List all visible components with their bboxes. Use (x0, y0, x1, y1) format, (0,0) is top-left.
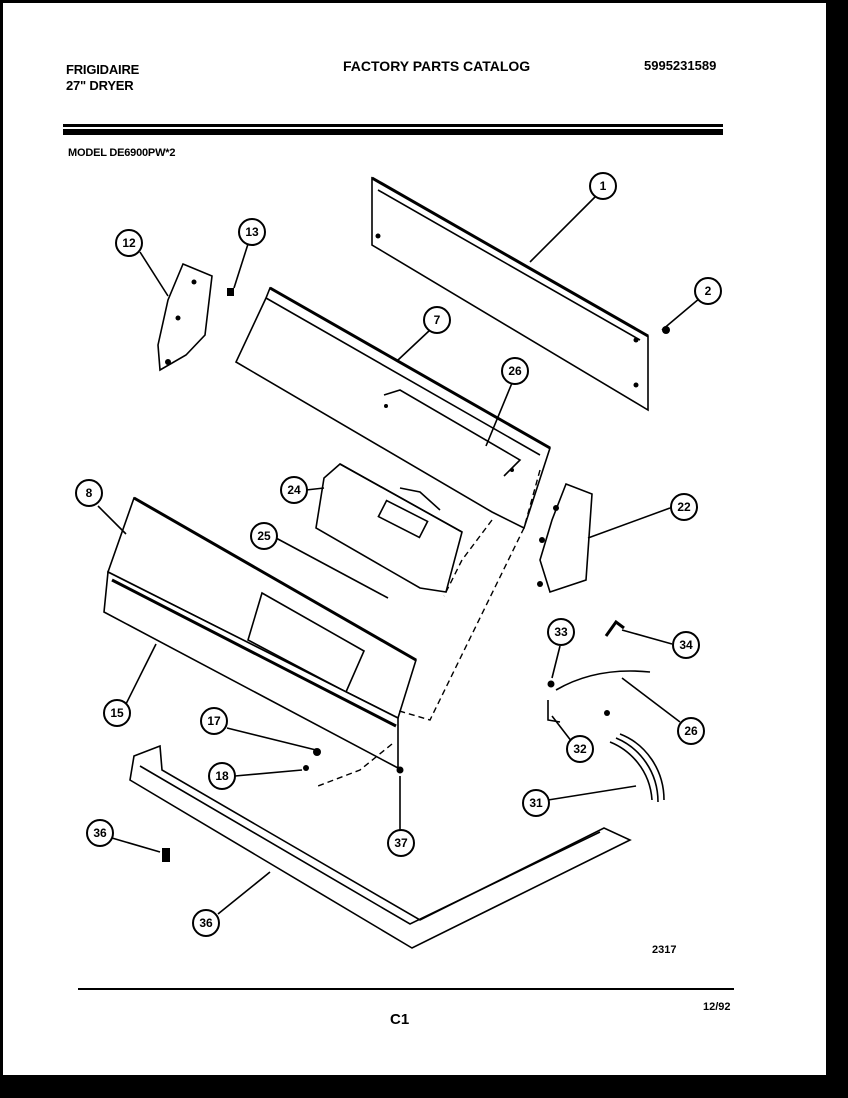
callout-37-label: 37 (394, 836, 408, 850)
callout-13-label: 13 (245, 225, 259, 239)
callout-25: 25 (250, 522, 278, 550)
callout-2: 2 (694, 277, 722, 305)
part-13-clip (227, 288, 234, 296)
callout-1-label: 1 (600, 179, 607, 193)
leader-lines (97, 193, 701, 915)
catalog-number: 5995231589 (644, 58, 717, 73)
callout-36-lower: 36 (192, 909, 220, 937)
callout-18-label: 18 (215, 769, 229, 783)
figure-number: 2317 (652, 944, 677, 956)
callout-12: 12 (115, 229, 143, 257)
callout-17-label: 17 (207, 714, 221, 728)
callout-1: 1 (589, 172, 617, 200)
page-label: C1 (390, 1011, 410, 1028)
part-18-screw (303, 765, 309, 771)
footer-rule (78, 988, 734, 990)
product-line: 27" DRYER (66, 78, 134, 93)
callout-26-lower: 26 (677, 717, 705, 745)
callout-26-upper-label: 26 (508, 364, 522, 378)
header-rule-thick (63, 129, 723, 135)
assembly-lines (317, 469, 541, 787)
brand-name: FRIGIDAIRE (66, 62, 140, 77)
callout-22-label: 22 (677, 500, 691, 514)
part-37-screw (396, 766, 404, 774)
callout-33: 33 (547, 618, 575, 646)
callout-36-upper-label: 36 (93, 826, 107, 840)
header-rule-thin (63, 124, 723, 127)
callout-2-label: 2 (705, 284, 712, 298)
callout-8: 8 (75, 479, 103, 507)
callout-26-lower-label: 26 (684, 724, 698, 738)
callout-18: 18 (208, 762, 236, 790)
callout-36-upper: 36 (86, 819, 114, 847)
callout-31: 31 (522, 789, 550, 817)
callout-22: 22 (670, 493, 698, 521)
callout-25-label: 25 (257, 529, 271, 543)
callout-7-label: 7 (434, 313, 441, 327)
part-36-bumper (162, 848, 170, 862)
part-36-base-rail (129, 744, 632, 949)
part-7-control-panel-backing (234, 286, 551, 530)
part-12-end-bracket (157, 262, 213, 372)
part-31-wire-harness (604, 710, 665, 803)
callout-24: 24 (280, 476, 308, 504)
revision-date: 12/92 (703, 1001, 731, 1013)
part-34-clip (604, 619, 625, 637)
callout-31-label: 31 (529, 796, 543, 810)
brand-block: FRIGIDAIRE 27" DRYER (66, 62, 139, 94)
part-26-wire (555, 670, 651, 691)
callout-8-label: 8 (86, 486, 93, 500)
callout-13: 13 (238, 218, 266, 246)
callout-15: 15 (103, 699, 131, 727)
part-24-control-module (315, 463, 463, 593)
callout-12-label: 12 (122, 236, 136, 250)
callout-26-upper: 26 (501, 357, 529, 385)
callout-32-label: 32 (573, 742, 587, 756)
callout-36-lower-label: 36 (199, 916, 213, 930)
callout-32: 32 (566, 735, 594, 763)
callout-34-label: 34 (679, 638, 693, 652)
callout-34: 34 (672, 631, 700, 659)
part-33-screw (547, 680, 555, 688)
part-1-back-panel (371, 176, 649, 412)
part-22-end-cap (537, 482, 593, 594)
callout-33-label: 33 (554, 625, 568, 639)
callout-17: 17 (200, 707, 228, 735)
model-label: MODEL DE6900PW*2 (68, 147, 176, 159)
callout-37: 37 (387, 829, 415, 857)
callout-7: 7 (423, 306, 451, 334)
catalog-title: FACTORY PARTS CATALOG (343, 58, 531, 74)
callout-15-label: 15 (110, 706, 124, 720)
callout-24-label: 24 (287, 483, 301, 497)
